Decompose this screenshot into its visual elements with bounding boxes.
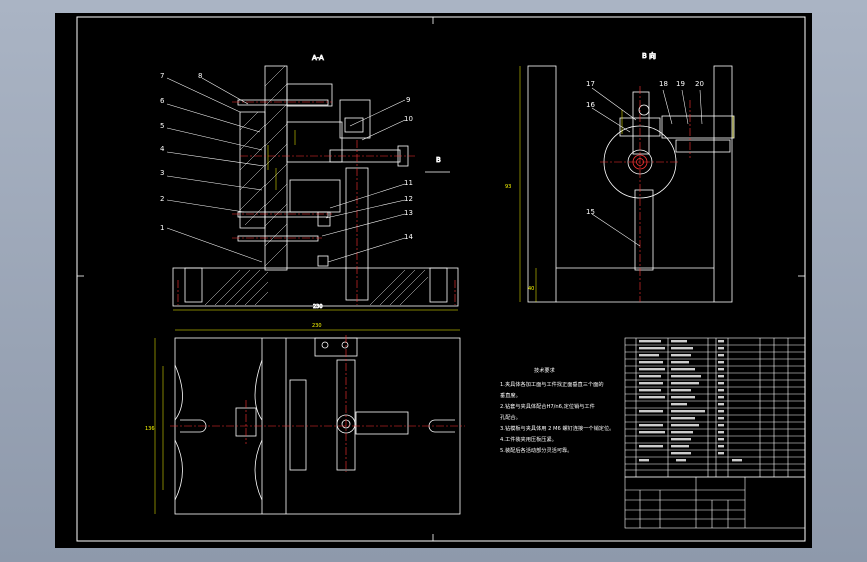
- base-hatch: [204, 269, 429, 306]
- notes-line-5: 3.钻模板与夹具体用 2 M6 螺钉连接一个销定位。: [500, 424, 614, 432]
- notes-line-7: 5.装配后各活动部分灵活可靠。: [500, 446, 572, 454]
- part-no-12: 12: [404, 195, 413, 203]
- notes-heading: 技术要求: [534, 366, 556, 374]
- plan-centerlines: [170, 335, 465, 472]
- part-no-3: 3: [160, 169, 164, 177]
- notes-line-1: 1.夹具体各加工面与工件找正面垂直三个面的: [500, 380, 604, 388]
- part-no-6: 6: [160, 97, 165, 105]
- plan-width-dim: 230: [312, 323, 322, 329]
- part-numbers-section: 7 8 6 5 4 3 2 1 9 10 11 12 13 14: [160, 72, 413, 241]
- section-dimensions: [173, 130, 458, 311]
- plan-height-dim: 136: [145, 426, 155, 432]
- view-title: B 向: [642, 51, 656, 60]
- part-no-20: 20: [695, 80, 704, 88]
- section-centerlines: [177, 101, 456, 305]
- section-title: A-A: [312, 54, 324, 62]
- b-view-base-dim: 40: [528, 286, 534, 292]
- part-no-1: 1: [160, 224, 164, 232]
- part-no-11: 11: [404, 179, 413, 187]
- section-width-dim: 230: [313, 304, 323, 310]
- part-no-18: 18: [659, 80, 668, 88]
- b-direction-view: B 向: [519, 51, 735, 303]
- part-no-16: 16: [586, 101, 595, 109]
- part-numbers-b-view: 17 16 18 19 20 15 93 40: [505, 80, 704, 292]
- part-no-7: 7: [160, 72, 164, 80]
- plan-dimensions: [154, 329, 460, 514]
- part-no-15: 15: [586, 208, 595, 216]
- part-no-9: 9: [406, 96, 410, 104]
- title-block: [624, 476, 806, 529]
- part-no-17: 17: [586, 80, 595, 88]
- parts-list-fill: [639, 340, 742, 462]
- part-leaders: [166, 77, 406, 263]
- part-no-10: 10: [404, 115, 413, 123]
- view-arrow-label: B: [436, 156, 441, 164]
- b-view-dimensions: [519, 66, 734, 302]
- notes-line-2: 垂直度。: [500, 391, 521, 399]
- b-view-leaders: [591, 87, 703, 247]
- part-no-8: 8: [198, 72, 202, 80]
- b-view-centerlines: [600, 86, 691, 302]
- part-no-19: 19: [676, 80, 685, 88]
- parts-list-table: [624, 337, 806, 478]
- b-view-height-dim: 93: [505, 184, 511, 190]
- frame-ticks: [77, 17, 805, 541]
- drawing-frame: [76, 16, 806, 542]
- part-no-14: 14: [404, 233, 413, 241]
- part-no-13: 13: [404, 209, 413, 217]
- drawing-sheet: [55, 13, 812, 548]
- part-no-4: 4: [160, 145, 165, 153]
- notes-line-6: 4.工件装夹用压板压紧。: [500, 435, 557, 443]
- notes-line-3: 2.钻套与夹具体配合H7/n6,定位销与工件: [500, 402, 595, 410]
- technical-notes: 技术要求 1.夹具体各加工面与工件找正面垂直三个面的 垂直度。 2.钻套与夹具体…: [500, 366, 614, 454]
- plan-view: [154, 329, 465, 515]
- notes-line-4: 孔配合。: [500, 413, 521, 421]
- section-view-aa: A-A: [166, 54, 459, 311]
- part-no-2: 2: [160, 195, 164, 203]
- part-no-5: 5: [160, 122, 164, 130]
- plate-hatch: [264, 65, 288, 267]
